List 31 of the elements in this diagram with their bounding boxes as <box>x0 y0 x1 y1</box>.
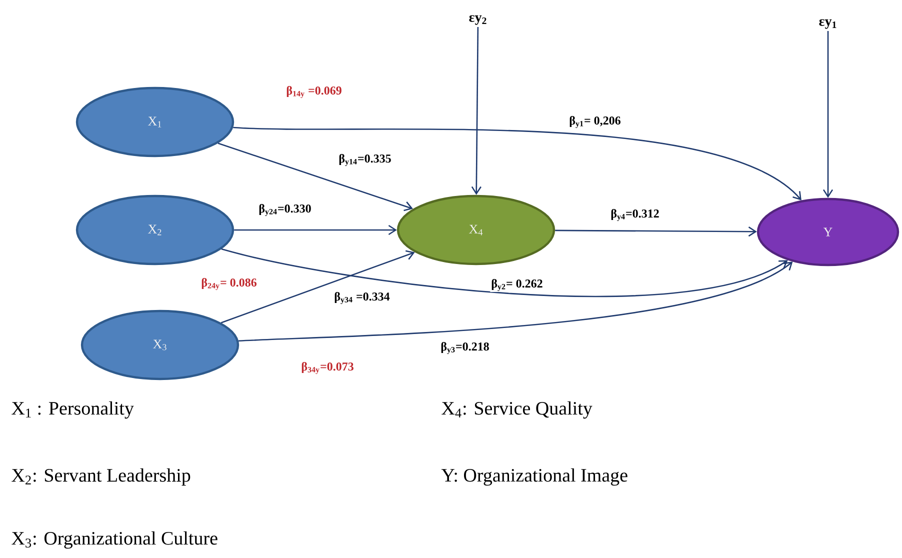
edge-label: β$_{y24}$=0.330 <box>258 203 312 217</box>
legend-text: Y: Organizational Image <box>441 468 628 486</box>
arrow <box>221 248 788 297</box>
ellipse-node: X$_{2}$ <box>76 194 234 266</box>
ellipse-node: X$_{4}$ <box>396 194 556 266</box>
arrow <box>220 250 415 324</box>
coefficient-label: β$_{34y}$=0.073 <box>302 362 354 374</box>
legend-text: X$_{3}$: Organizational Culture <box>12 531 218 549</box>
arrow <box>233 126 802 200</box>
arrow <box>471 27 482 195</box>
edge-label: β$_{y14}$=0.335 <box>338 153 392 167</box>
edge-label: β$_{y1}$= 0,206 <box>568 115 622 129</box>
legend-text: X$_{2}$: Servant Leadership <box>12 468 190 486</box>
coefficient-label: β$_{24y}$= 0.086 <box>202 278 256 290</box>
arrow <box>555 226 757 237</box>
edge-label: β$_{y4}$=0.312 <box>610 208 660 222</box>
edge-label: β$_{y34}$ =0.334 <box>333 291 391 305</box>
arrow <box>218 142 413 212</box>
edge-label: β$_{y2}$= 0.262 <box>490 278 544 292</box>
ellipse-node: X$_{1}$ <box>76 86 234 158</box>
arrow <box>234 224 397 236</box>
legend-text: X$_{4}$: Service Quality <box>442 401 592 419</box>
edge-label: β$_{y3}$=0.218 <box>440 341 490 355</box>
legend-text: X$_{1}$ : Personality <box>12 401 134 419</box>
error-term-label: εy$_{2}$ <box>469 15 486 25</box>
ellipse-node: X$_{3}$ <box>80 310 240 380</box>
coefficient-label: β$_{14y}$ =0.069 <box>286 86 342 98</box>
error-term-label: εy$_{1}$ <box>819 19 836 29</box>
arrow <box>238 262 793 342</box>
ellipse-node: Y <box>756 198 900 266</box>
arrow <box>822 31 834 198</box>
